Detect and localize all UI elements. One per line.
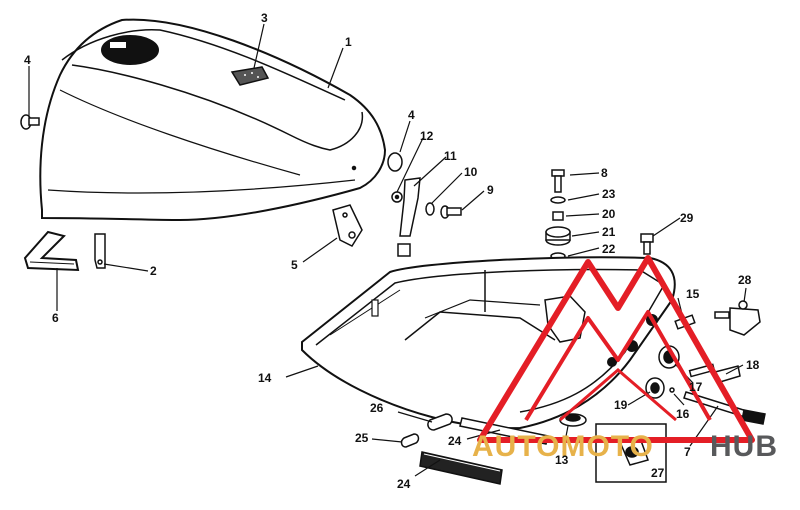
- engine-hood: [39, 18, 387, 222]
- callout-label: 9: [487, 183, 494, 197]
- nut-part: [391, 191, 403, 203]
- watermark-automoto: AUTOMOTO: [472, 430, 654, 463]
- callout-numbers: 1 2 3 4 4 5 6 7 8 9 10 11 12 13 14 15 16…: [24, 11, 760, 491]
- decal-part: [230, 66, 270, 86]
- callout-label: 15: [686, 287, 700, 301]
- push-button: [351, 152, 403, 172]
- latch-plate: [332, 204, 363, 247]
- fuel-fitting: [714, 300, 761, 336]
- callout-label: 14: [258, 371, 272, 385]
- callout-label: 21: [602, 225, 616, 239]
- boxed-grommet: [595, 423, 667, 483]
- callout-label: 8: [601, 166, 608, 180]
- callout-label: 16: [676, 407, 690, 421]
- callout-label: 6: [52, 311, 59, 325]
- small-bolt: [640, 233, 654, 255]
- latch-lever: [397, 177, 421, 257]
- callout-label: 17: [689, 380, 703, 394]
- callout-label: 24: [397, 477, 411, 491]
- bolt-part: [440, 205, 462, 219]
- watermark-hub: HUB: [710, 430, 778, 463]
- callout-label: 29: [680, 211, 694, 225]
- callout-label: 24: [448, 434, 462, 448]
- clip-bracket: [94, 233, 106, 269]
- callout-label: 4: [24, 53, 31, 67]
- grommets: [559, 345, 680, 427]
- callout-label: 12: [420, 129, 434, 143]
- automotohub-logo: AUTOMOTO HUB: [472, 255, 778, 463]
- callout-label: 20: [602, 207, 616, 221]
- pin-part: [669, 387, 675, 393]
- callout-label: 3: [261, 11, 268, 25]
- callout-label: 22: [602, 242, 616, 256]
- callout-label: 18: [746, 358, 760, 372]
- callout-label: 1: [345, 35, 352, 49]
- callout-label: 5: [291, 258, 298, 272]
- washer-part: [425, 202, 435, 216]
- callout-label: 13: [555, 453, 569, 467]
- callout-label: 2: [150, 264, 157, 278]
- callout-label: 4: [408, 108, 415, 122]
- stud-stack: [545, 169, 571, 260]
- callout-label: 27: [651, 466, 665, 480]
- lower-pan: [301, 256, 676, 430]
- callout-label: 28: [738, 273, 752, 287]
- callout-label: 26: [370, 401, 384, 415]
- callout-label: 7: [684, 445, 691, 459]
- bushings-small: [400, 413, 453, 448]
- callout-label: 19: [614, 398, 628, 412]
- callout-label: 23: [602, 187, 616, 201]
- callout-label: 25: [355, 431, 369, 445]
- callout-label: 11: [444, 149, 457, 163]
- screw-left: [20, 114, 40, 130]
- rubber-seal: [23, 230, 80, 272]
- callout-label: 10: [464, 165, 478, 179]
